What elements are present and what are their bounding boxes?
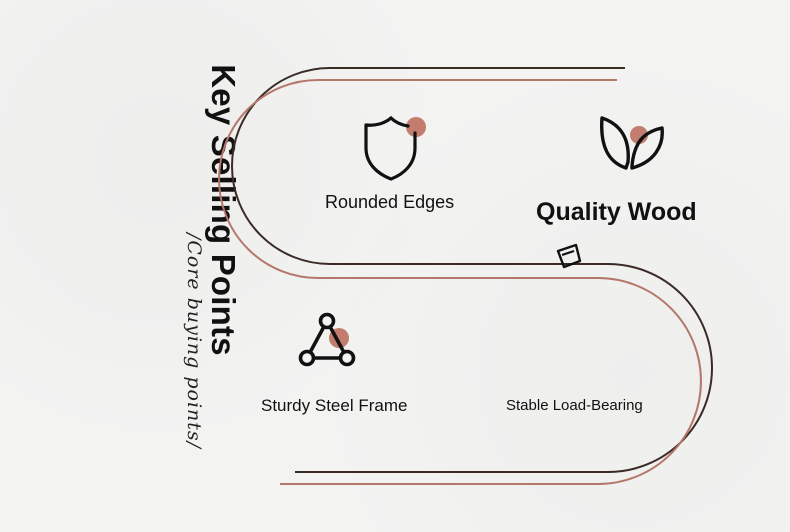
shield-icon (364, 116, 426, 181)
feature-label-sturdy-steel-frame: Sturdy Steel Frame (261, 396, 408, 415)
feature-label-quality-wood: Quality Wood (536, 198, 697, 226)
feature-label-stable-load-bearing: Stable Load-Bearing (506, 397, 643, 414)
triangle-nodes-icon (298, 312, 356, 367)
track-line-accent (218, 79, 702, 485)
track-line-dark (231, 67, 713, 473)
chip-icon (556, 243, 582, 269)
feature-label-rounded-edges: Rounded Edges (325, 192, 455, 212)
leaf-icon (600, 116, 664, 170)
